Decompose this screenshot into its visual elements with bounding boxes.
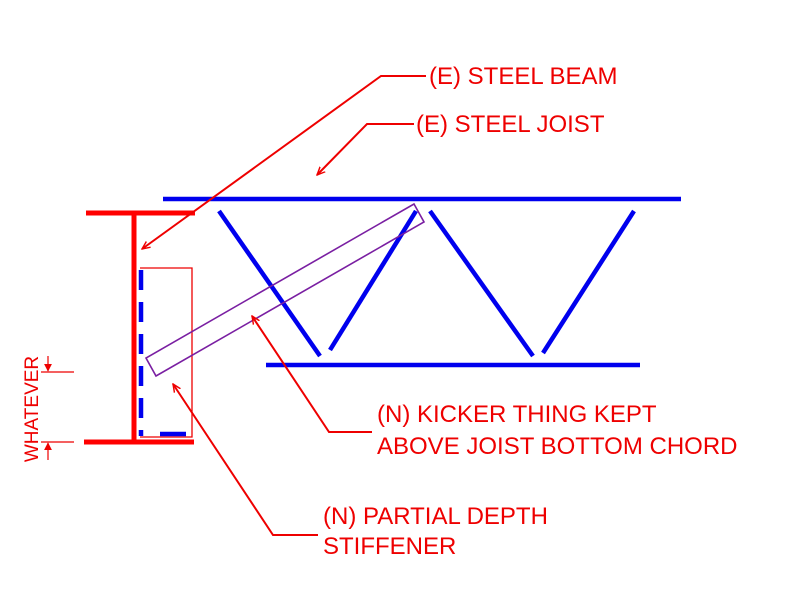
joist-web-diagonal — [541, 209, 636, 355]
label-stiffener-line1: (N) PARTIAL DEPTH — [323, 503, 548, 530]
label-stiffener-line2: STIFFENER — [323, 533, 456, 560]
kicker-brace — [144, 202, 426, 378]
dimension-whatever — [41, 356, 74, 460]
joist-web-diagonal — [217, 209, 322, 358]
label-steel-beam: (E) STEEL BEAM — [429, 63, 617, 90]
steel-beam — [84, 210, 195, 445]
leader-lines — [142, 75, 426, 536]
label-kicker-line1: (N) KICKER THING KEPT — [377, 401, 657, 428]
label-kicker-line2: ABOVE JOIST BOTTOM CHORD — [377, 433, 738, 460]
leader-steel-beam — [142, 75, 426, 249]
leader-kicker — [252, 316, 372, 433]
leader-steel-joist — [317, 123, 414, 175]
dimension-label: WHATEVER — [22, 356, 43, 462]
partial-depth-stiffener — [138, 267, 193, 438]
joist-web-diagonal — [428, 209, 535, 358]
label-steel-joist: (E) STEEL JOIST — [416, 111, 605, 138]
leader-stiffener — [173, 384, 318, 536]
joist-web-diagonal — [328, 209, 418, 352]
stiffener-outline — [140, 267, 193, 438]
